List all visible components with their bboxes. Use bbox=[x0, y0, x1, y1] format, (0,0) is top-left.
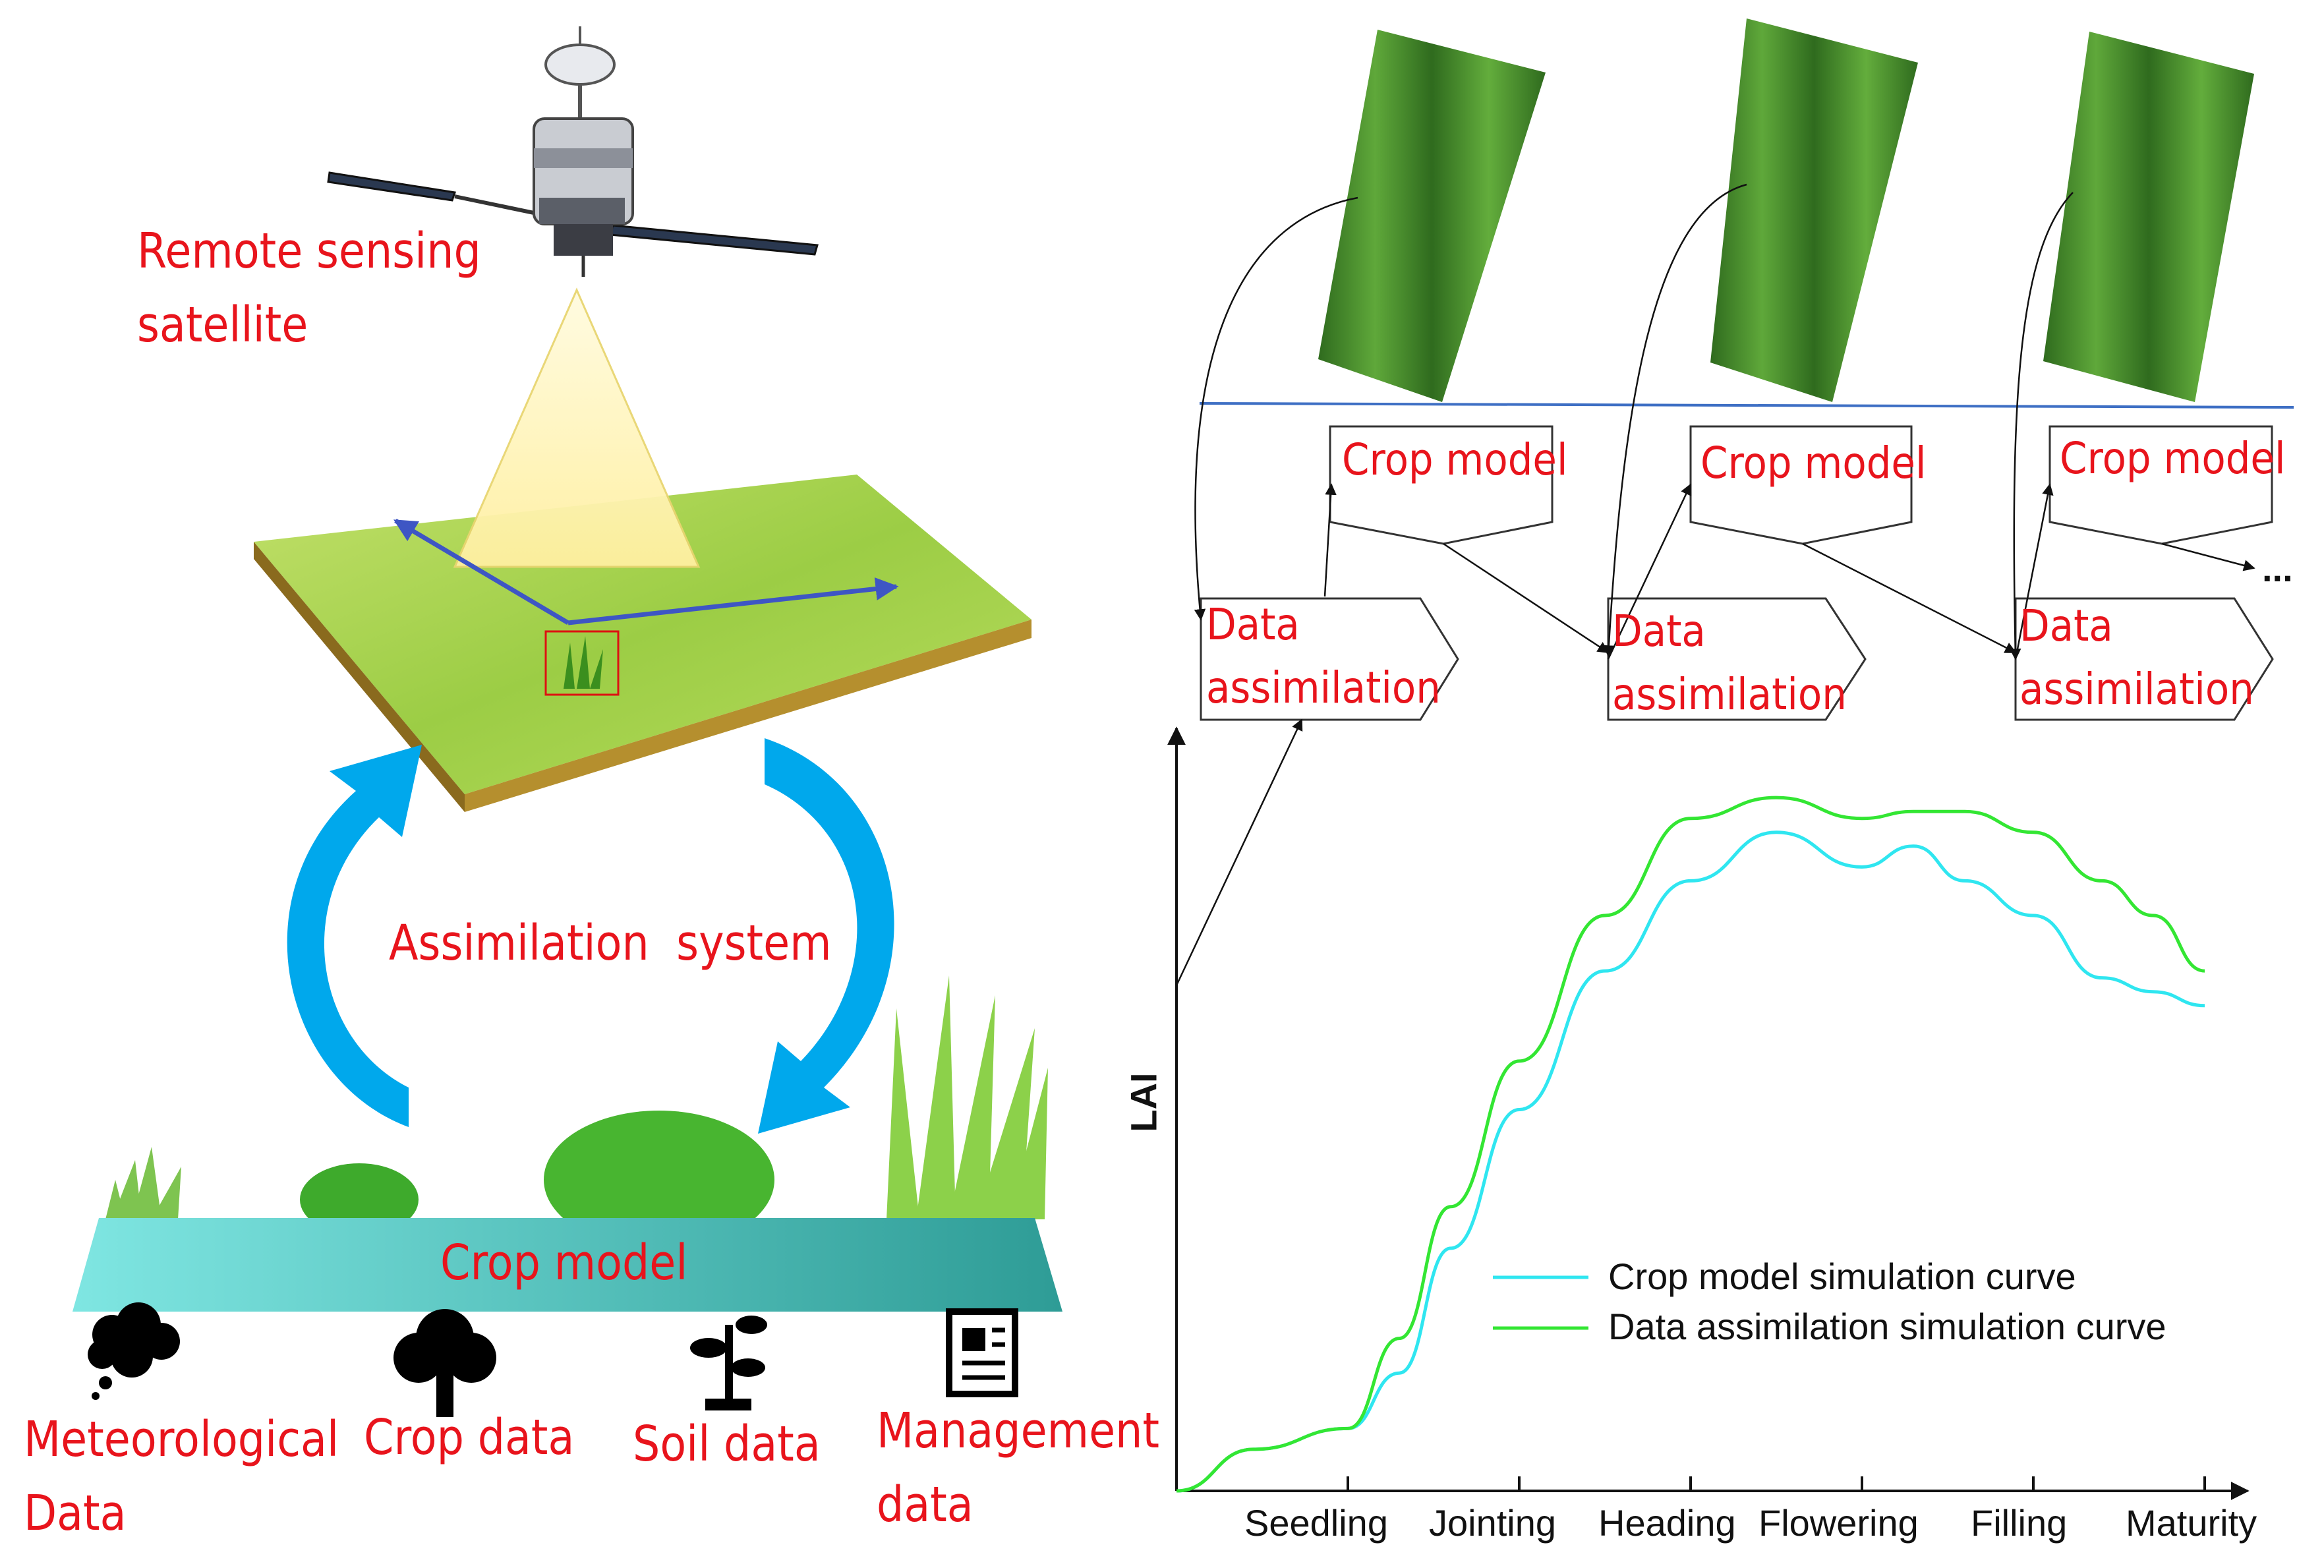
cycle-arrows bbox=[287, 738, 894, 1134]
continuation-ellipsis: ... bbox=[2262, 548, 2293, 589]
assimilation-box-3 bbox=[2014, 597, 2274, 721]
satellite-label: Remote sensing satellite bbox=[137, 223, 481, 353]
assimilation-box-2 bbox=[1607, 597, 1867, 721]
legend-label-data-assimilation: Data assimilation simulation curve bbox=[1608, 1306, 2166, 1347]
seedling-icon bbox=[690, 1316, 767, 1410]
crop-model-box-2-label: Crop model bbox=[1700, 438, 1927, 488]
crop-model-bar-label: Crop model bbox=[440, 1234, 688, 1291]
input-label-meteorological: Meteorological Data bbox=[24, 1411, 339, 1542]
x-tick-label-seedling: Seedling bbox=[1244, 1502, 1388, 1544]
series-line-crop-model bbox=[1176, 830, 2205, 1493]
x-tick-label-jointing: Jointing bbox=[1429, 1502, 1557, 1544]
legend-label-crop-model: Crop model simulation curve bbox=[1608, 1256, 2076, 1297]
crop-model-box-3 bbox=[2048, 425, 2273, 545]
tree-icon bbox=[393, 1309, 496, 1417]
sensor-beam bbox=[453, 287, 701, 568]
satellite-icon bbox=[327, 26, 819, 277]
timeline-line bbox=[1199, 402, 2294, 409]
input-label-soil: Soil data bbox=[633, 1416, 821, 1472]
field-plot bbox=[254, 287, 1031, 812]
grass-illustrations bbox=[105, 975, 1048, 1249]
assimilation-box-3-label: Data assimilation bbox=[2019, 600, 2254, 714]
assimilation-system-label: Assimilation system bbox=[389, 915, 832, 972]
x-tick-label-flowering: Flowering bbox=[1758, 1502, 1919, 1544]
assimilation-box-2-label: Data assimilation bbox=[1612, 606, 1847, 720]
input-label-management: Management data bbox=[877, 1403, 1159, 1533]
x-tick-label-filling: Filling bbox=[1971, 1502, 2068, 1544]
cloud-thought-icon bbox=[88, 1302, 180, 1400]
chart-series bbox=[1176, 796, 2205, 1493]
x-tick-label-maturity: Maturity bbox=[2126, 1502, 2257, 1544]
flow-connectors bbox=[1175, 183, 2255, 986]
crop-model-box-2 bbox=[1689, 425, 1913, 545]
crop-model-box-3-label: Crop model bbox=[2060, 433, 2286, 484]
crop-image-2 bbox=[1710, 18, 1918, 402]
assimilation-box-1 bbox=[1200, 597, 1459, 721]
input-label-crop: Crop data bbox=[364, 1409, 575, 1466]
crop-model-bar bbox=[73, 1218, 1062, 1312]
crop-image-1 bbox=[1318, 30, 1546, 402]
series-line-data-assimilation bbox=[1176, 796, 2205, 1493]
y-axis-label: LAI bbox=[1122, 1072, 1165, 1132]
x-axis-ticks bbox=[1347, 1476, 2206, 1491]
crop-model-box-1-label: Crop model bbox=[1342, 434, 1568, 485]
chart-axes bbox=[1167, 726, 2250, 1500]
assimilation-box-1-label: Data assimilation bbox=[1206, 599, 1441, 713]
x-tick-label-heading: Heading bbox=[1598, 1502, 1736, 1544]
document-icon bbox=[946, 1308, 1018, 1397]
crop-image-3 bbox=[2043, 32, 2254, 402]
